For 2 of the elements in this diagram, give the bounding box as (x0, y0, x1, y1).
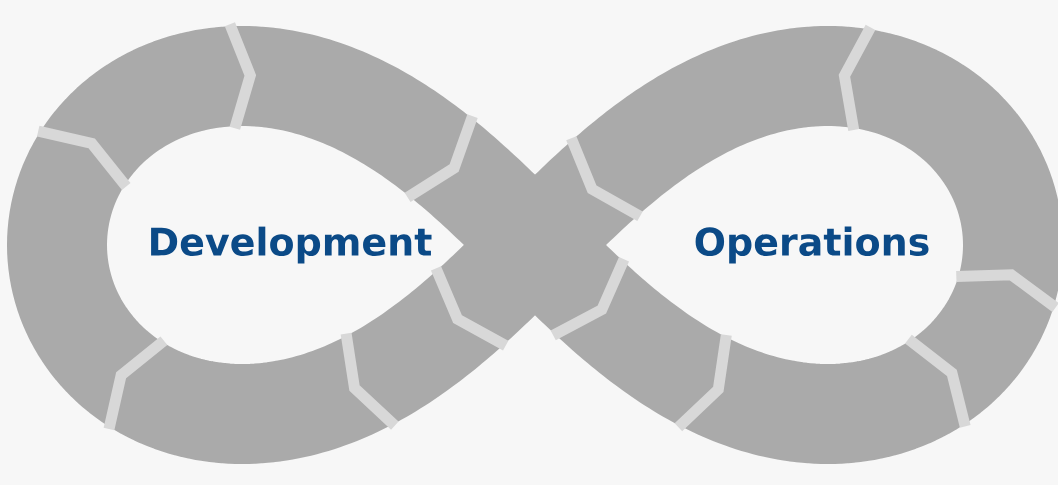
loop-label: Operations (695, 226, 929, 264)
loop-label: Development (151, 226, 432, 264)
